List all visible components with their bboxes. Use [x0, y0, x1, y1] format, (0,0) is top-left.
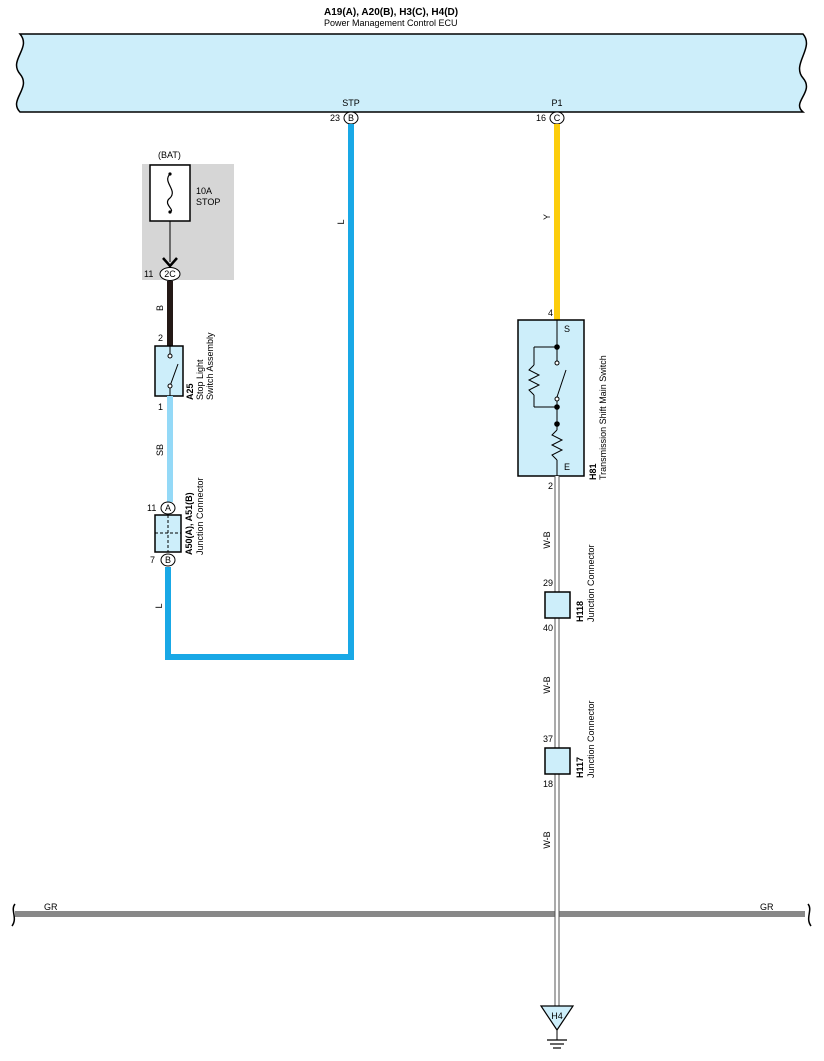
ecu-pin-stp-label: STP	[342, 98, 360, 108]
fuse-pin-number: 11	[144, 269, 153, 279]
fuse-rating: 10A	[196, 186, 212, 196]
svg-text:H4: H4	[551, 1011, 563, 1021]
junction-h118-pin-top: 29	[543, 578, 553, 588]
wire-l-bottom-label: L	[154, 603, 164, 608]
junction-h117-code: H117	[575, 757, 585, 778]
shift-switch-terminal-e: E	[564, 462, 570, 472]
junction-h118-pin-bottom: 40	[543, 623, 553, 633]
bus-left-break-icon	[11, 903, 16, 927]
wire-gr-label-left: GR	[44, 902, 58, 912]
bus-right-break-icon	[807, 903, 812, 927]
junction-a50-codes: A50(A), A51(B)	[184, 492, 194, 555]
ecu-pin-stp-connector: B	[343, 111, 359, 125]
shift-switch-name: Transmission Shift Main Switch	[598, 355, 608, 480]
ecu-name: Power Management Control ECU	[324, 18, 458, 28]
fuse-pin-connector: 2C	[159, 267, 181, 281]
wire-sb-label: SB	[155, 444, 165, 456]
wire-stp-label: L	[336, 219, 346, 224]
svg-text:A: A	[165, 503, 171, 513]
ecu-body	[15, 33, 808, 113]
shift-switch-code: H81	[588, 463, 598, 480]
ecu-pin-stp-number: 23	[330, 113, 340, 123]
transmission-shift-switch	[517, 319, 585, 477]
junction-h118-code: H118	[575, 601, 585, 622]
svg-text:2C: 2C	[164, 269, 176, 279]
junction-a50-pin-top-connector: A	[160, 501, 176, 515]
junction-a50-pin-top-number: 11	[147, 503, 156, 513]
junction-h117-name: Junction Connector	[586, 700, 596, 778]
ecu-pin-p1-connector: C	[549, 111, 565, 125]
svg-text:B: B	[165, 555, 171, 565]
fuse-arrow-icon	[162, 257, 178, 268]
junction-h117-pin-top: 37	[543, 734, 553, 744]
fuse-name: STOP	[196, 197, 220, 207]
wire-wb-label-3: W-B	[542, 831, 552, 848]
junction-a50-pin-bottom-number: 7	[150, 555, 155, 565]
wire-stp-blue	[165, 124, 354, 660]
shift-switch-pin-top: 4	[548, 308, 553, 318]
wire-p1-label: Y	[542, 214, 552, 220]
ground-icon: H4	[539, 1005, 575, 1049]
fuse-source: (BAT)	[158, 150, 181, 160]
junction-h118-name: Junction Connector	[586, 544, 596, 622]
stop-switch-name-2: Switch Assembly	[205, 332, 215, 400]
wire-wb-label-2: W-B	[542, 676, 552, 693]
stop-switch-pin-bottom: 1	[158, 402, 163, 412]
stop-light-switch	[154, 345, 184, 397]
junction-a50-pin-bottom-connector: B	[160, 553, 176, 567]
wire-b-label: B	[155, 305, 165, 311]
ecu-pin-p1-label: P1	[551, 98, 562, 108]
shift-switch-terminal-s: S	[564, 324, 570, 334]
svg-text:B: B	[348, 113, 354, 123]
wire-gr-label-right: GR	[760, 902, 774, 912]
junction-h118-body	[544, 591, 571, 619]
ecu-pin-p1-number: 16	[536, 113, 546, 123]
stop-switch-pin-top: 2	[158, 333, 163, 343]
svg-text:C: C	[554, 113, 561, 123]
ecu-codes: A19(A), A20(B), H3(C), H4(D)	[324, 7, 458, 18]
shift-switch-pin-bottom: 2	[548, 481, 553, 491]
switch-contact-icon	[167, 346, 179, 396]
junction-h117-body	[544, 747, 571, 775]
junction-h117-pin-bottom: 18	[543, 779, 553, 789]
wire-wb-label-1: W-B	[542, 531, 552, 548]
fuse-icon	[166, 173, 173, 213]
stop-switch-name-1: Stop Light	[195, 359, 205, 400]
stop-switch-code: A25	[185, 383, 195, 400]
junction-a50-name: Junction Connector	[195, 477, 205, 555]
